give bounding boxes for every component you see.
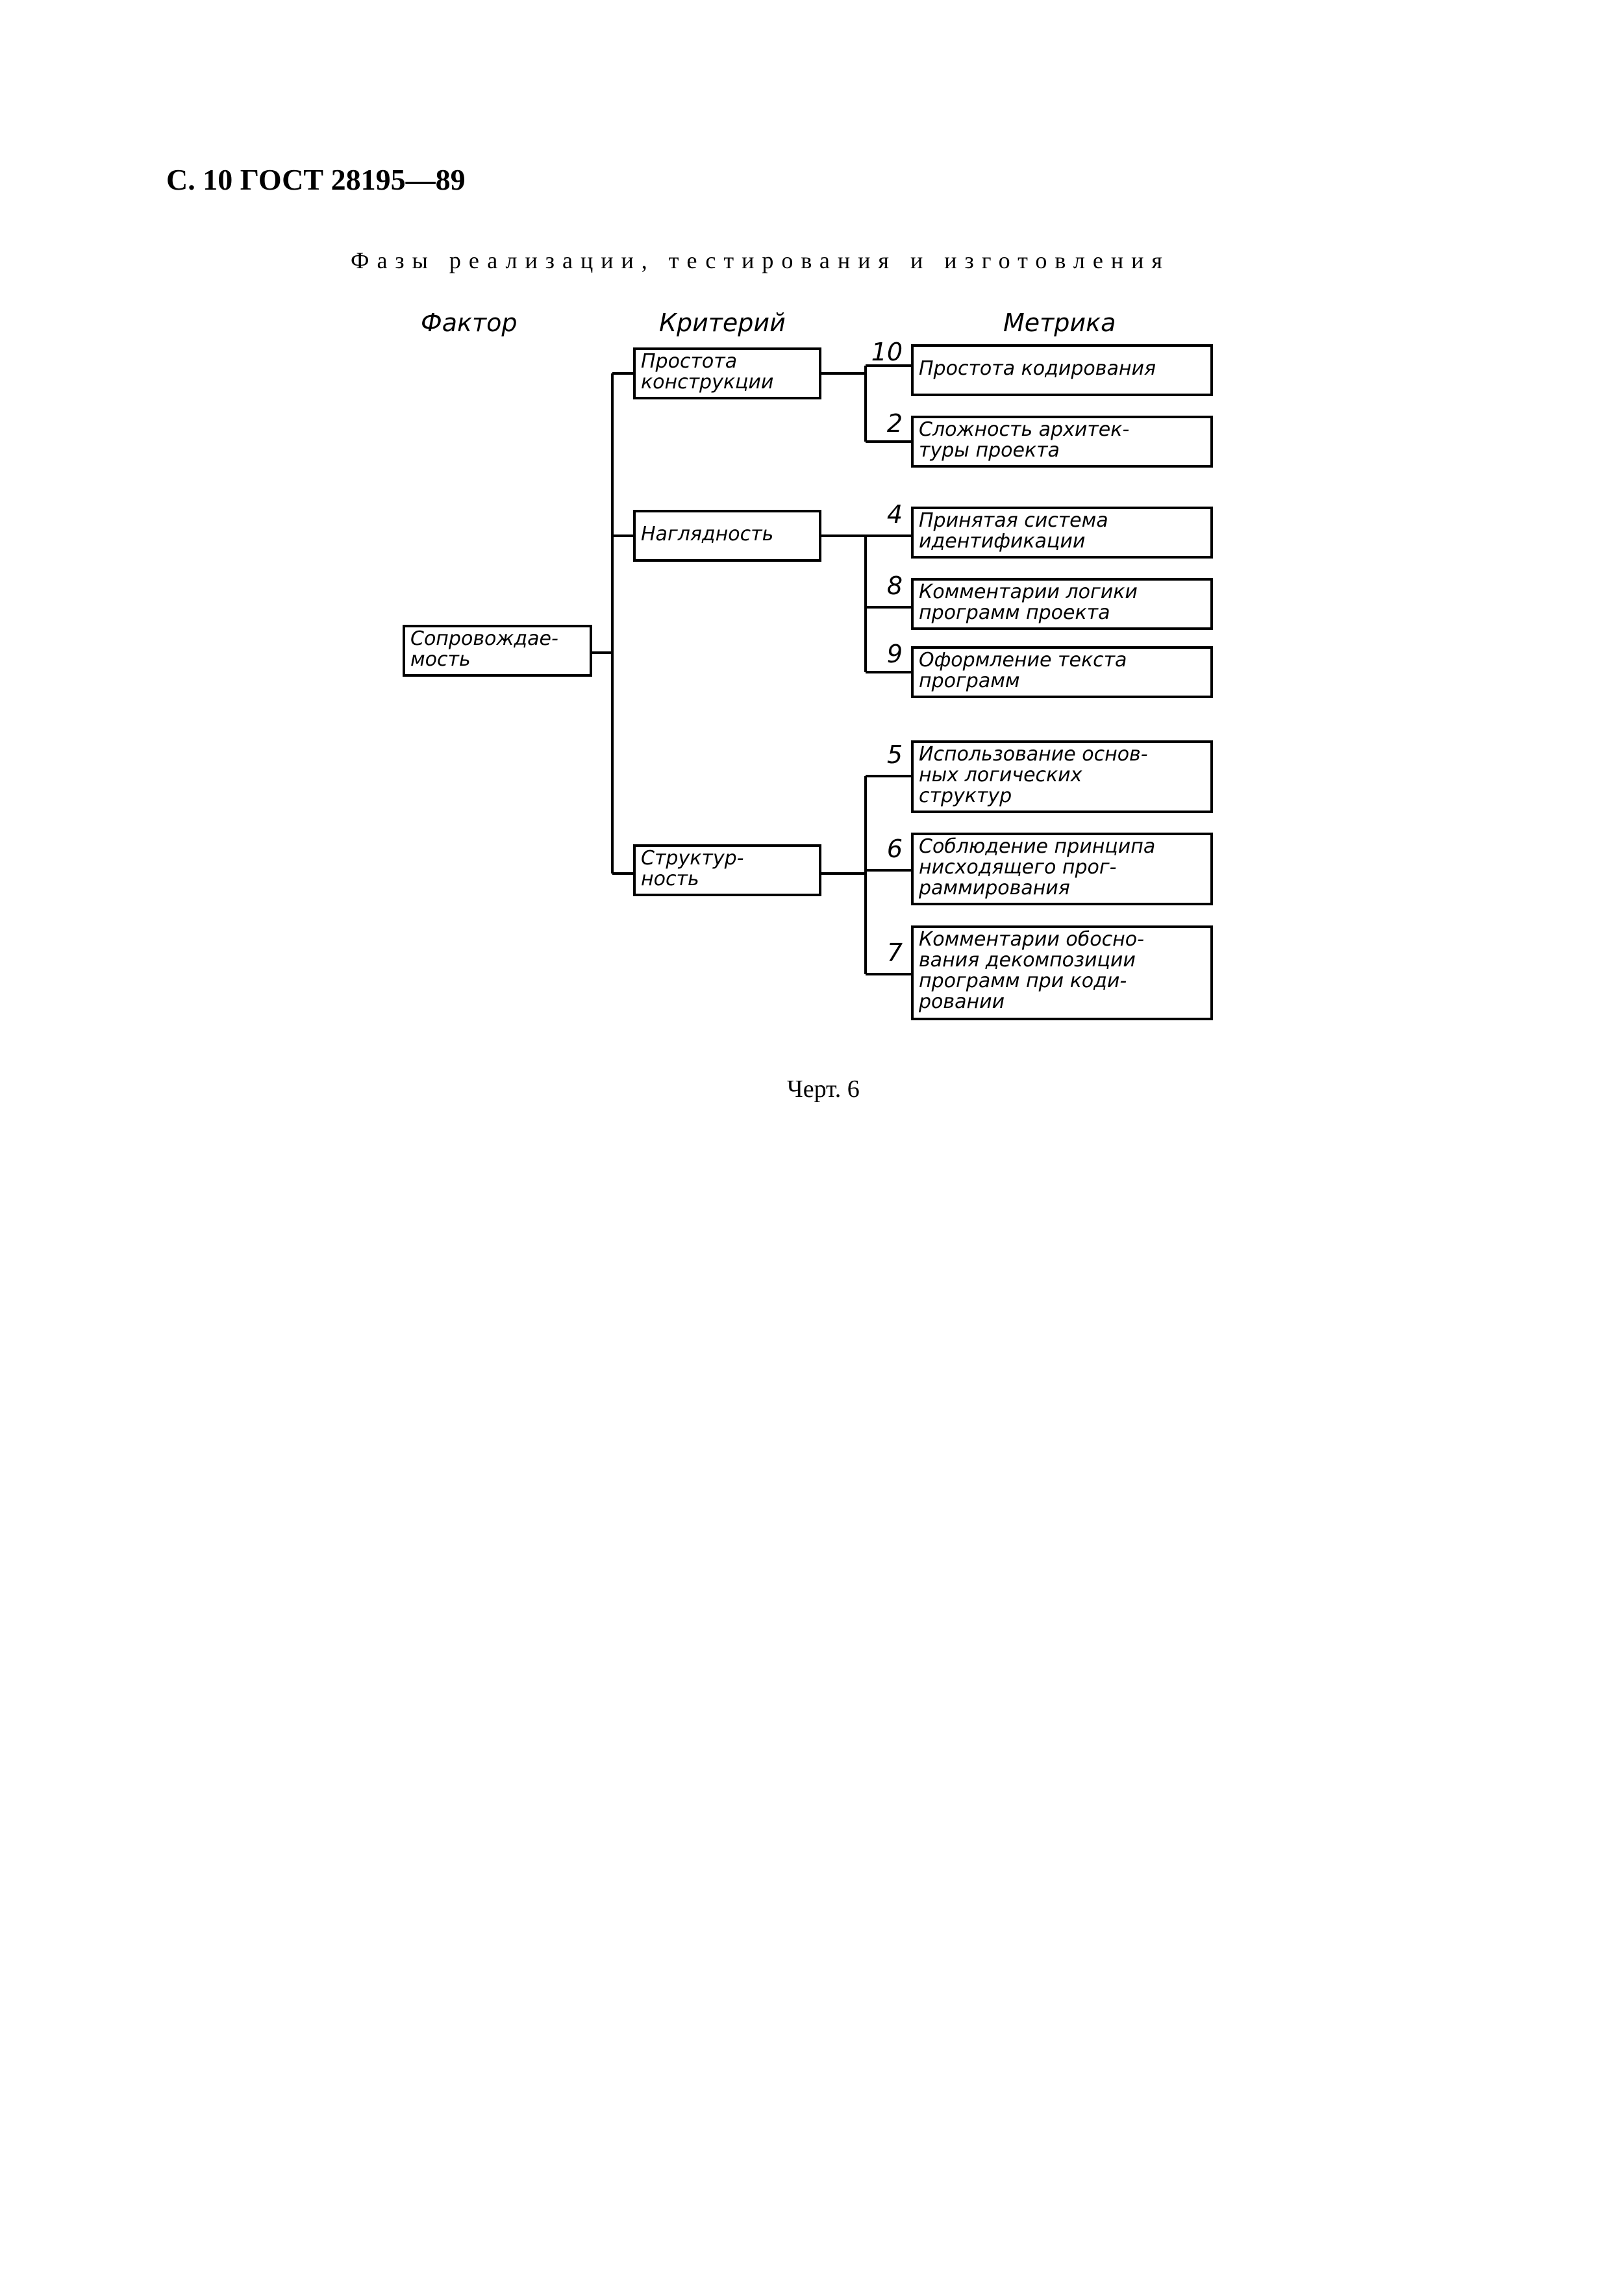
criterion-box-simplicity: Простота конструкции: [633, 347, 821, 399]
factor-box-maintainability: Сопровождае- мость: [403, 625, 592, 677]
section-title: Фазы реализации, тестирования и изготовл…: [351, 247, 1170, 273]
metric-box-top-down-programming: Соблюдение принципа нисходящего прог- ра…: [911, 833, 1213, 905]
metric-box-logic-comments: Комментарии логики программ проекта: [911, 578, 1213, 630]
metric-number: 9: [886, 640, 903, 668]
criterion-box-structuredness: Структур- ность: [633, 844, 821, 896]
metric-number: 4: [886, 500, 903, 529]
column-header-factor: Фактор: [421, 308, 518, 337]
column-header-criterion: Критерий: [659, 308, 786, 337]
metric-number: 5: [886, 740, 903, 769]
metric-box-text-formatting: Оформление текста программ: [911, 646, 1213, 698]
page-header: С. 10 ГОСТ 28195—89: [166, 163, 466, 196]
criterion-box-clarity: Наглядность: [633, 510, 821, 562]
metric-number: 7: [886, 938, 903, 967]
figure-caption: Черт. 6: [787, 1075, 860, 1103]
metric-number: 2: [886, 409, 903, 438]
metric-number: 10: [871, 338, 903, 366]
metric-number: 8: [886, 572, 903, 600]
metric-box-decomposition-comments: Комментарии обосно- вания декомпозиции п…: [911, 925, 1213, 1020]
metric-box-identification-system: Принятая система идентификации: [911, 507, 1213, 559]
metric-box-coding-simplicity: Простота кодирования: [911, 344, 1213, 396]
column-header-metric: Метрика: [1003, 308, 1116, 337]
metric-box-basic-structures: Использование основ- ных логических стру…: [911, 740, 1213, 813]
metric-number: 6: [886, 835, 903, 863]
metric-box-architecture-complexity: Сложность архитек- туры проекта: [911, 416, 1213, 468]
